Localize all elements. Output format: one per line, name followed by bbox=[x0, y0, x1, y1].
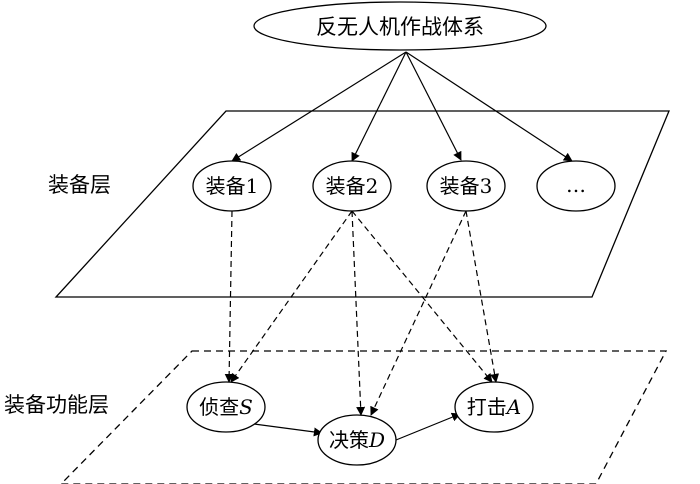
equipment-function-arrow-1 bbox=[224, 210, 234, 383]
function-node-decide-symbol: D bbox=[368, 428, 385, 452]
function-node-decide-name: 决策 bbox=[329, 428, 369, 452]
equipment-node-1-shape bbox=[192, 160, 272, 212]
system-node-shape bbox=[253, 1, 547, 51]
equipment-layer-label: 装备层 bbox=[48, 173, 111, 197]
system-arrow-1 bbox=[231, 51, 407, 162]
function-node-detect-symbol: S bbox=[239, 395, 253, 419]
system-arrow-2 bbox=[351, 51, 407, 162]
equipment-node-2-shape bbox=[312, 160, 392, 212]
equipment-node-2: 装备2 bbox=[312, 160, 392, 212]
function-node-strike: 打击A bbox=[454, 381, 534, 433]
equipment-node-more-shape bbox=[536, 160, 616, 212]
equipment-function-arrow-5 bbox=[370, 210, 467, 416]
equipment-layer-plane bbox=[54, 110, 670, 298]
equipment-node-3: 装备3 bbox=[426, 160, 506, 212]
function-node-decide-shape bbox=[317, 414, 397, 466]
function-layer-plane bbox=[60, 350, 668, 484]
function-layer-label: 装备功能层 bbox=[4, 393, 109, 417]
function-node-strike-name: 打击 bbox=[467, 395, 507, 419]
function-node-strike-symbol: A bbox=[505, 395, 521, 419]
function-node-strike-label: 打击A bbox=[467, 395, 521, 419]
function-flow-arrow-1 bbox=[253, 423, 323, 437]
function-node-detect: 侦查S bbox=[186, 381, 266, 433]
function-node-decide: 决策D bbox=[317, 414, 397, 466]
equipment-function-arrow-4 bbox=[351, 210, 493, 383]
system-node: 反无人机作战体系 bbox=[253, 1, 547, 51]
edges-group bbox=[224, 51, 573, 441]
function-node-detect-label: 侦查S bbox=[199, 395, 253, 419]
equipment-node-more-label: … bbox=[566, 173, 586, 197]
system-arrow-4 bbox=[405, 51, 573, 162]
function-flow-arrow-2 bbox=[395, 412, 461, 441]
system-arrow-3 bbox=[405, 51, 462, 161]
equipment-node-3-label: 装备3 bbox=[440, 174, 493, 198]
equipment-node-1-label: 装备1 bbox=[206, 174, 259, 198]
equipment-node-3-shape bbox=[426, 160, 506, 212]
function-node-decide-label: 决策D bbox=[329, 428, 385, 452]
system-node-label: 反无人机作战体系 bbox=[316, 15, 484, 39]
equipment-node-2-label: 装备2 bbox=[326, 174, 379, 198]
function-node-detect-shape bbox=[186, 381, 266, 433]
function-node-detect-name: 侦查 bbox=[199, 395, 239, 419]
function-node-strike-shape bbox=[454, 381, 534, 433]
equipment-function-arrow-6 bbox=[465, 210, 500, 383]
equipment-node-1: 装备1 bbox=[192, 160, 272, 212]
equipment-function-arrow-3 bbox=[351, 210, 366, 416]
equipment-node-more: … bbox=[536, 160, 616, 212]
equipment-function-arrow-2 bbox=[230, 210, 353, 383]
